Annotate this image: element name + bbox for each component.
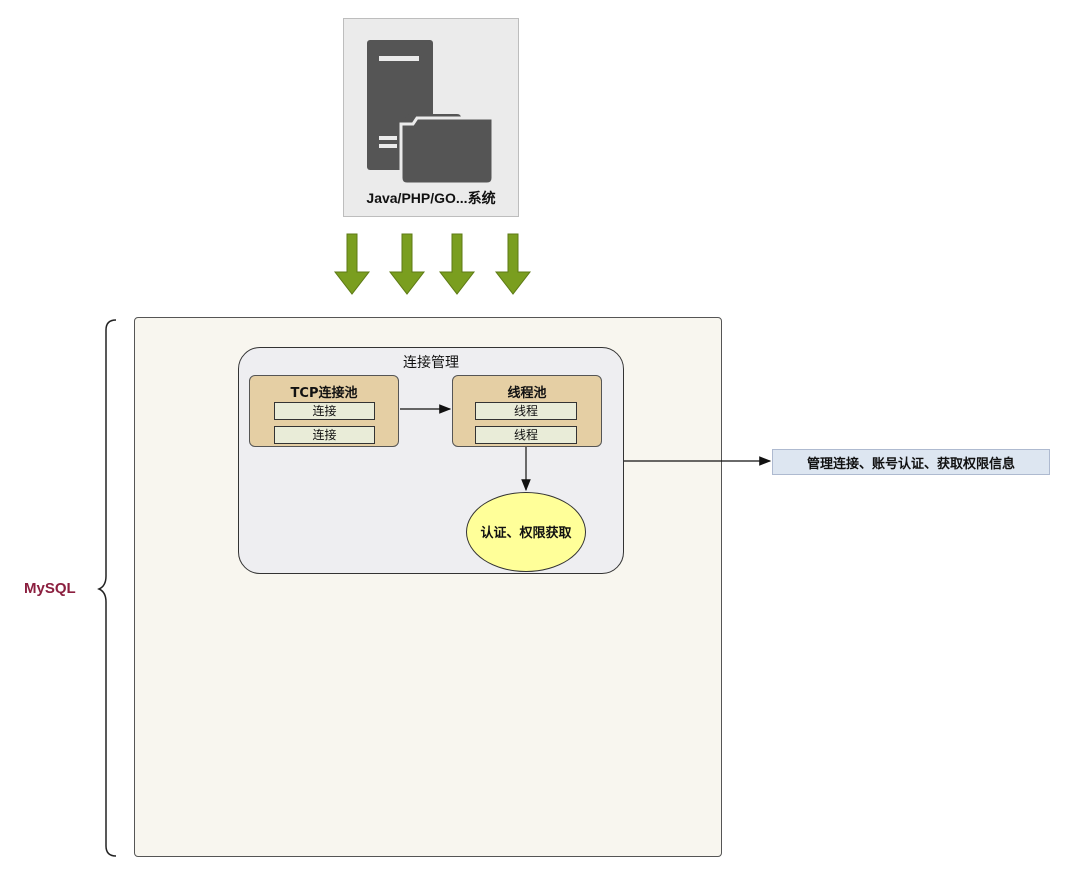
down-arrow-icon: [494, 233, 532, 295]
thread-slot: 线程: [475, 426, 577, 444]
down-arrow-icon: [333, 233, 371, 295]
auth-label: 认证、权限获取: [480, 526, 572, 541]
tcp-connection-slot: 连接: [274, 426, 375, 444]
down-arrow-icon: [388, 233, 426, 295]
auth-ellipse: [466, 492, 586, 572]
thread-slot: 线程: [475, 402, 577, 420]
request-arrows: [333, 233, 532, 295]
tcp-connection-slot: 连接: [274, 402, 375, 420]
mysql-label: MySQL: [24, 580, 76, 597]
client-system-label: Java/PHP/GO...系统: [366, 190, 496, 206]
server-folder-icon: [367, 40, 495, 186]
connection-management-title: 连接管理: [403, 355, 459, 371]
mysql-brace: [97, 319, 117, 857]
callout-box: [772, 449, 1050, 475]
callout-label: 管理连接、账号认证、获取权限信息: [806, 457, 1015, 472]
thread-pool-title: 线程池: [507, 386, 547, 401]
tcp-pool-title: TCP连接池: [290, 386, 358, 401]
down-arrow-icon: [438, 233, 476, 295]
